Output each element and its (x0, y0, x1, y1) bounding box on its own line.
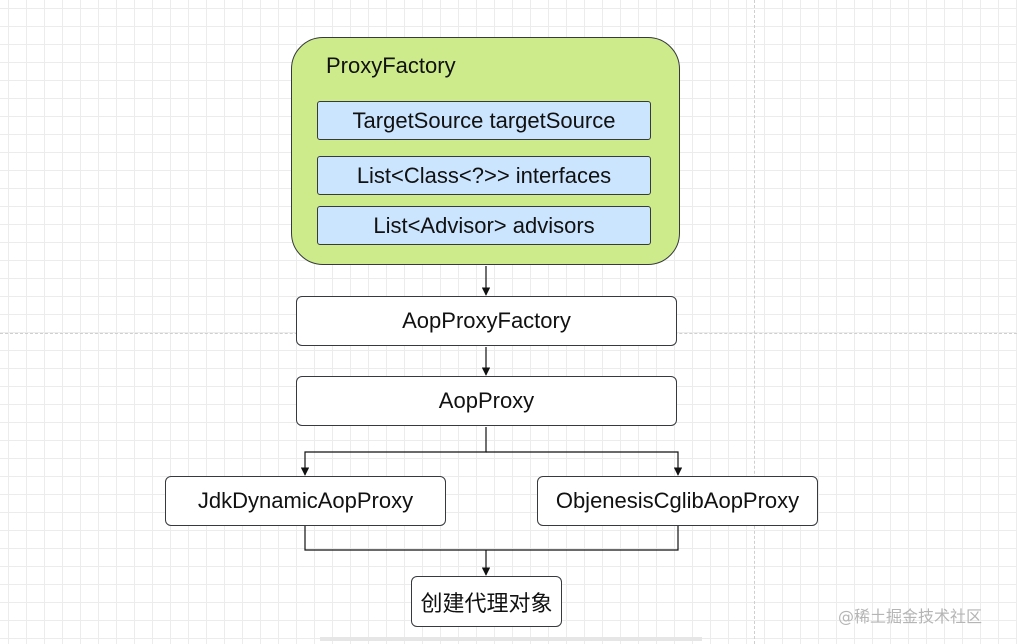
node-jdk-dynamic-aop-proxy[interactable]: JdkDynamicAopProxy (165, 476, 446, 526)
horizontal-scrollbar[interactable] (320, 637, 702, 641)
edge-aopproxy-to-cglib (486, 451, 683, 476)
edge-aopproxy-to-jdk (300, 427, 487, 476)
node-aop-proxy-factory[interactable]: AopProxyFactory (296, 296, 677, 346)
edge-jdk-to-create (304, 526, 679, 551)
grid-guide-vertical (754, 0, 755, 644)
field-target-source[interactable]: TargetSource targetSource (317, 101, 651, 140)
node-objenesis-cglib-aop-proxy[interactable]: ObjenesisCglibAopProxy (537, 476, 818, 526)
node-create-proxy-object[interactable]: 创建代理对象 (411, 576, 562, 627)
proxyfactory-title: ProxyFactory (326, 53, 456, 78)
field-advisors[interactable]: List<Advisor> advisors (317, 206, 651, 245)
node-aop-proxy[interactable]: AopProxy (296, 376, 677, 426)
field-interfaces[interactable]: List<Class<?>> interfaces (317, 156, 651, 195)
watermark-text: @稀土掘金技术社区 (838, 607, 983, 626)
